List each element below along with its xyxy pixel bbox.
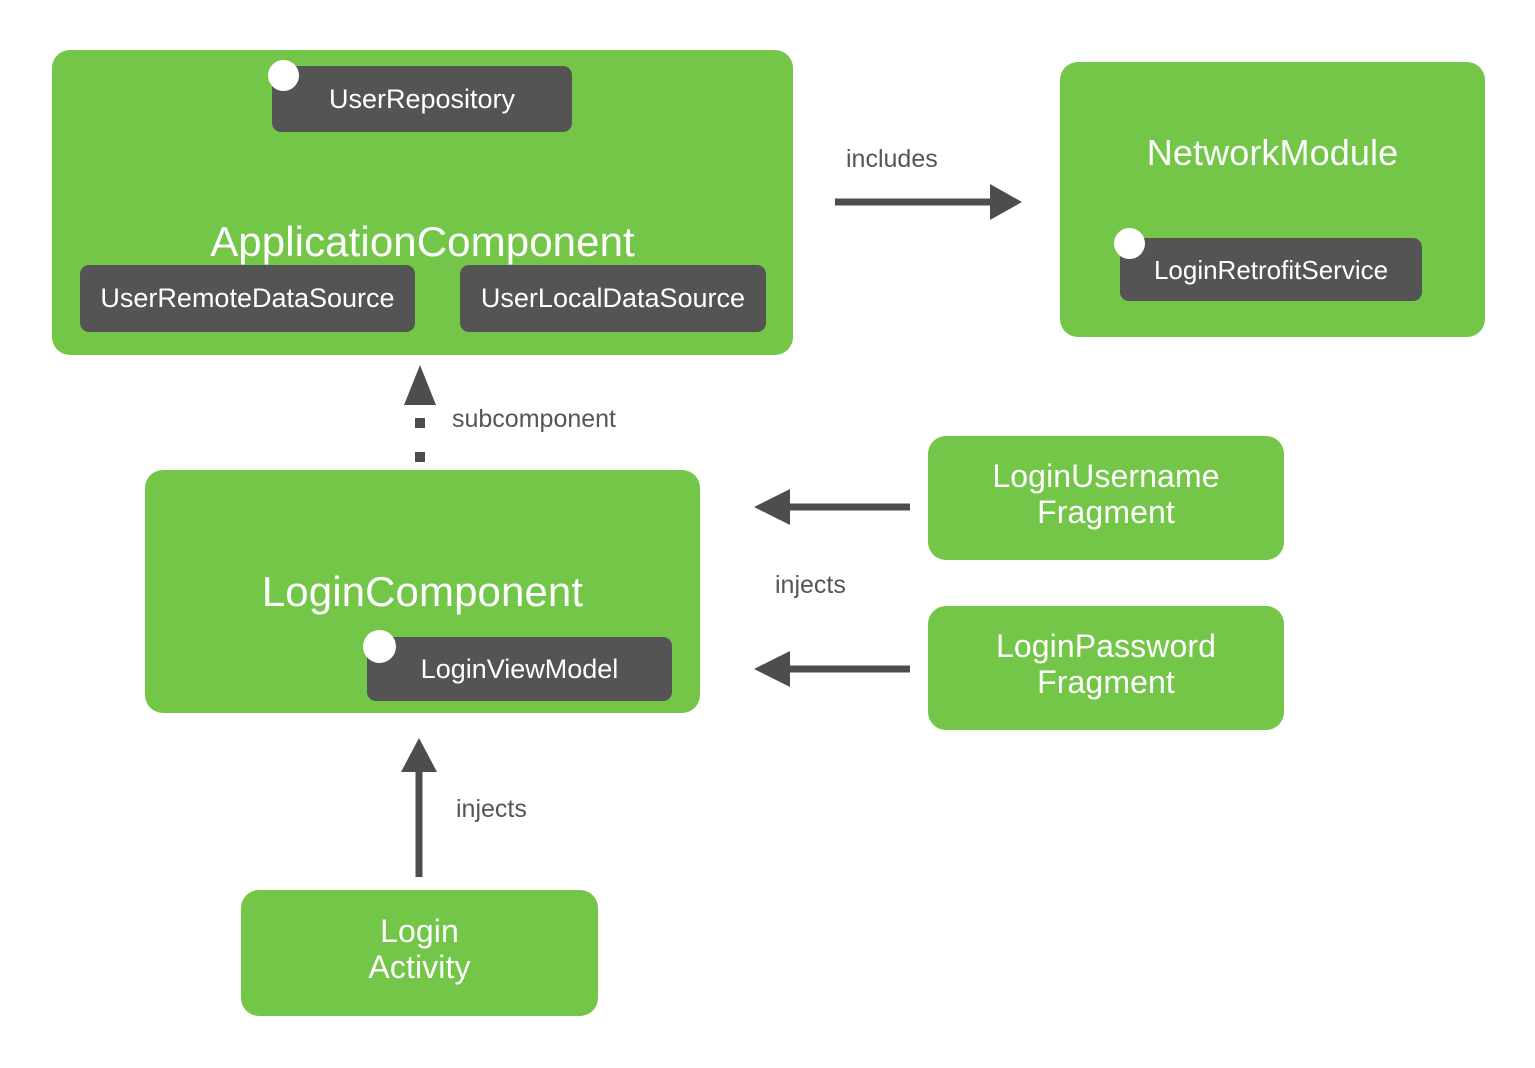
edge-label-injects-activity: injects (456, 795, 527, 823)
chip-user-local-data-source-label: UserLocalDataSource (480, 283, 746, 313)
login-password-fragment-title: LoginPassword Fragment (995, 628, 1217, 700)
chip-login-retrofit-service-label: LoginRetrofitService (1153, 254, 1389, 285)
login-activity-title: Login Activity (368, 913, 471, 985)
application-component-title: ApplicationComponent (210, 218, 635, 265)
chip-login-view-model-label: LoginViewModel (420, 653, 619, 684)
provision-dot-user-repository (268, 60, 299, 91)
edge-label-injects-fragments: injects (775, 571, 846, 599)
node-login-username-fragment[interactable]: LoginUsername Fragment (928, 436, 1284, 560)
chip-user-remote-data-source[interactable]: UserRemoteDataSource (80, 265, 415, 332)
chip-login-view-model[interactable]: LoginViewModel (367, 637, 672, 701)
edge-label-subcomponent: subcomponent (452, 405, 617, 433)
login-component-title: LoginComponent (261, 568, 584, 615)
edge-subcomponent (404, 365, 436, 462)
edge-includes (835, 184, 1022, 220)
provision-dot-login-retrofit-service (1114, 228, 1145, 259)
login-username-fragment-title: LoginUsername Fragment (992, 458, 1220, 530)
network-module-title: NetworkModule (1146, 132, 1399, 173)
chip-login-retrofit-service[interactable]: LoginRetrofitService (1120, 238, 1422, 301)
node-login-password-fragment[interactable]: LoginPassword Fragment (928, 606, 1284, 730)
provision-dot-login-view-model (363, 630, 396, 663)
edge-injects-password (754, 651, 910, 687)
chip-user-local-data-source[interactable]: UserLocalDataSource (460, 265, 766, 332)
edge-injects-activity (401, 738, 437, 877)
chip-user-repository[interactable]: UserRepository (272, 66, 572, 132)
chip-user-repository-label: UserRepository (328, 83, 516, 114)
edge-injects-username (754, 489, 910, 525)
chip-user-remote-data-source-label: UserRemoteDataSource (100, 283, 395, 313)
node-login-activity[interactable]: Login Activity (241, 890, 598, 1016)
edge-label-includes: includes (846, 145, 938, 173)
